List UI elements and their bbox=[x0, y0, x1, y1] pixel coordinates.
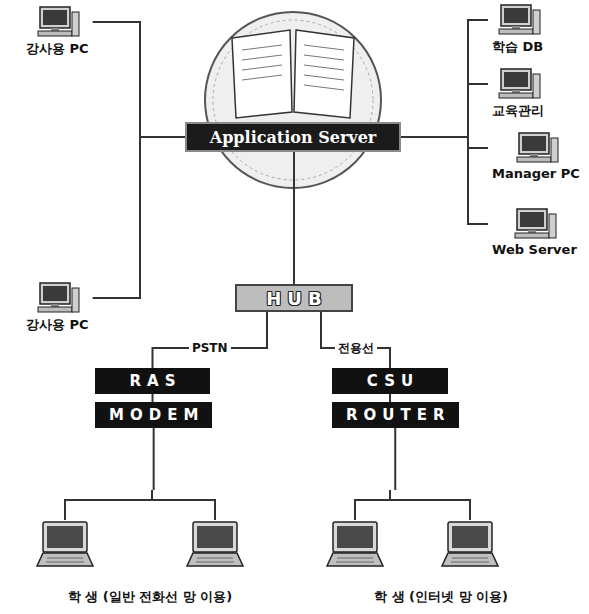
student-group: 학 생 (일반 전화선 망 이용) bbox=[5, 490, 295, 610]
connector-line bbox=[401, 137, 488, 148]
student-group: 학 생 (인터넷 망 이용) bbox=[300, 490, 582, 610]
computer-node: 강사용 PC bbox=[22, 4, 93, 60]
connector-line bbox=[401, 84, 488, 137]
node-label: MODEM bbox=[109, 406, 204, 424]
pc-icon bbox=[511, 208, 557, 240]
node-label: 학습 DB bbox=[492, 38, 543, 56]
node-label: 강사용 PC bbox=[26, 316, 89, 334]
node-label: Web Server bbox=[492, 242, 577, 257]
computer-node: 학습 DB bbox=[488, 2, 547, 58]
connector-line bbox=[321, 312, 390, 368]
device-box: ROUTER bbox=[332, 402, 459, 428]
node-label: 강사용 PC bbox=[26, 40, 89, 58]
hub-box: HUB bbox=[235, 284, 353, 312]
computer-node: Web Server bbox=[488, 206, 581, 259]
node-label: Application Server bbox=[210, 128, 376, 147]
node-label: HUB bbox=[266, 288, 327, 309]
connector-line bbox=[394, 428, 396, 490]
pc-icon bbox=[513, 132, 559, 164]
connector-line bbox=[293, 152, 295, 284]
node-label: 교육관리 bbox=[492, 102, 544, 120]
connector-line bbox=[401, 137, 488, 224]
connector-line bbox=[153, 428, 155, 490]
device-box: CSU bbox=[332, 368, 448, 394]
computer-node: 강사용 PC bbox=[22, 280, 93, 336]
connector-line bbox=[152, 394, 154, 402]
pc-icon bbox=[495, 4, 541, 36]
node-label: CSU bbox=[367, 372, 419, 390]
connector-line bbox=[401, 20, 488, 137]
computer-node: 교육관리 bbox=[488, 66, 548, 122]
connector-line bbox=[93, 137, 185, 298]
node-label: Manager PC bbox=[492, 166, 580, 181]
node-label: 학 생 (일반 전화선 망 이용) bbox=[68, 588, 233, 606]
connector-line bbox=[389, 394, 391, 402]
device-box: MODEM bbox=[95, 402, 212, 428]
pc-icon bbox=[495, 68, 541, 100]
edge-label: 전용선 bbox=[335, 340, 377, 357]
node-label: 학 생 (인터넷 망 이용) bbox=[374, 588, 508, 606]
node-label: RAS bbox=[130, 372, 182, 390]
device-box: RAS bbox=[95, 368, 210, 394]
computer-node: Manager PC bbox=[488, 130, 584, 183]
server-box: Application Server bbox=[185, 122, 401, 152]
node-label: ROUTER bbox=[346, 406, 451, 424]
edge-label: PSTN bbox=[189, 341, 231, 355]
connector-line bbox=[153, 312, 268, 368]
student-laptops bbox=[65, 490, 470, 520]
pc-icon bbox=[34, 282, 80, 314]
connector-line bbox=[93, 22, 185, 137]
pc-icon bbox=[34, 6, 80, 38]
